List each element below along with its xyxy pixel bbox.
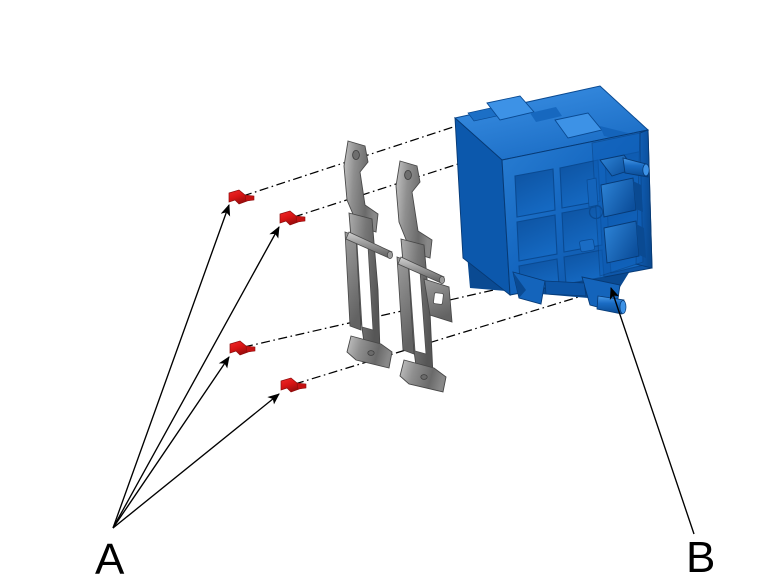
mounting-bracket-right xyxy=(395,160,453,393)
assembly-centerline-4 xyxy=(294,294,586,385)
control-module-unit xyxy=(453,85,653,315)
bracket-right-tab-hole xyxy=(433,292,444,305)
callout-leader-arrow-group xyxy=(112,204,695,535)
callout-label-b: B xyxy=(686,533,716,582)
bracket-left-foot-hole xyxy=(367,350,375,356)
module-connector-block-1 xyxy=(600,177,637,218)
module-side-connectors xyxy=(579,154,650,264)
module-foot-left xyxy=(512,271,546,305)
bracket-left-bolt-hole xyxy=(352,149,360,160)
bracket-right-foot-hole xyxy=(420,374,428,380)
callout-leader-arrow-b xyxy=(609,287,695,535)
module-port-tube xyxy=(622,157,649,178)
callout-leader-arrow-a4 xyxy=(112,393,280,529)
module-top-tab-1 xyxy=(486,95,535,121)
callout-leader-arrow-a3 xyxy=(112,356,230,529)
mounting-bracket-left xyxy=(343,140,393,369)
mounting-bolt-3 xyxy=(229,340,256,356)
bracket-right-bolt-hole xyxy=(404,169,412,180)
callout-label-a: A xyxy=(95,535,125,584)
callout-leader-arrow-a1 xyxy=(112,204,231,529)
mounting-bolt-1 xyxy=(228,189,255,205)
mounting-bolt-4 xyxy=(280,377,307,393)
mounting-bolt-2 xyxy=(279,210,306,226)
callout-leader-arrow-a2 xyxy=(112,226,280,529)
module-connector-block-2 xyxy=(603,220,640,264)
assembly-centerline-3 xyxy=(243,282,525,348)
mounting-bolt-group xyxy=(228,189,307,393)
